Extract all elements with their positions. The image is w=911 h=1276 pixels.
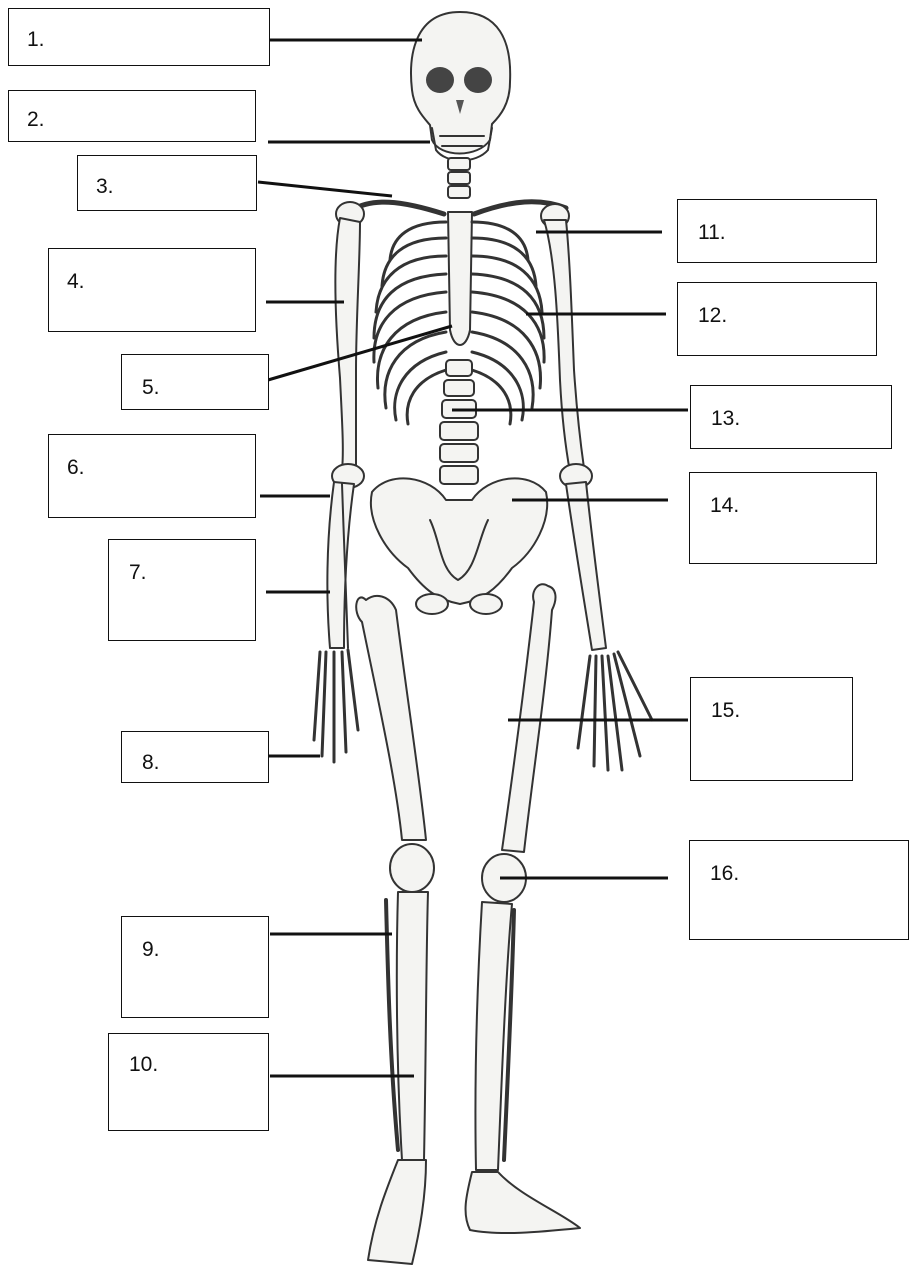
skull-cranium bbox=[411, 12, 510, 154]
label-box-3[interactable]: 3. bbox=[77, 155, 257, 211]
label-number: 3. bbox=[96, 176, 114, 197]
label-number: 4. bbox=[67, 271, 85, 292]
label-box-6[interactable]: 6. bbox=[48, 434, 256, 518]
label-number: 7. bbox=[129, 562, 147, 583]
label-box-9[interactable]: 9. bbox=[121, 916, 269, 1018]
label-box-4[interactable]: 4. bbox=[48, 248, 256, 332]
label-box-10[interactable]: 10. bbox=[108, 1033, 269, 1131]
femur-left bbox=[356, 596, 426, 840]
radius-ulna-left bbox=[327, 482, 354, 648]
humerus-right bbox=[544, 220, 584, 472]
label-box-1[interactable]: 1. bbox=[8, 8, 270, 66]
label-number: 5. bbox=[142, 377, 160, 398]
label-number: 11. bbox=[698, 222, 726, 243]
label-box-2[interactable]: 2. bbox=[8, 90, 256, 142]
label-number: 12. bbox=[698, 305, 727, 326]
label-box-7[interactable]: 7. bbox=[108, 539, 256, 641]
label-number: 15. bbox=[711, 700, 740, 721]
label-number: 14. bbox=[710, 495, 739, 516]
label-number: 9. bbox=[142, 939, 160, 960]
hand-left bbox=[314, 650, 358, 762]
label-number: 13. bbox=[711, 408, 740, 429]
label-box-16[interactable]: 16. bbox=[689, 840, 909, 940]
clavicle-left bbox=[352, 202, 444, 214]
label-number: 6. bbox=[67, 457, 85, 478]
radius-ulna-right bbox=[566, 482, 606, 650]
label-number: 10. bbox=[129, 1054, 158, 1075]
label-box-8[interactable]: 8. bbox=[121, 731, 269, 783]
label-number: 2. bbox=[27, 109, 45, 130]
label-box-13[interactable]: 13. bbox=[690, 385, 892, 449]
label-box-15[interactable]: 15. bbox=[690, 677, 853, 781]
label-box-14[interactable]: 14. bbox=[689, 472, 877, 564]
humerus-left bbox=[335, 218, 360, 470]
label-number: 8. bbox=[142, 752, 160, 773]
label-box-12[interactable]: 12. bbox=[677, 282, 877, 356]
patella-left bbox=[390, 844, 434, 892]
hand-right bbox=[578, 652, 652, 770]
pelvis bbox=[371, 478, 547, 604]
label-number: 1. bbox=[27, 29, 45, 50]
foot-right bbox=[466, 1172, 580, 1233]
label-box-5[interactable]: 5. bbox=[121, 354, 269, 410]
label-number: 16. bbox=[710, 863, 739, 884]
vertebral-column bbox=[440, 360, 478, 484]
foot-left bbox=[368, 1160, 426, 1264]
femur-right bbox=[502, 584, 555, 852]
tibia-left bbox=[397, 892, 428, 1160]
label-box-11[interactable]: 11. bbox=[677, 199, 877, 263]
